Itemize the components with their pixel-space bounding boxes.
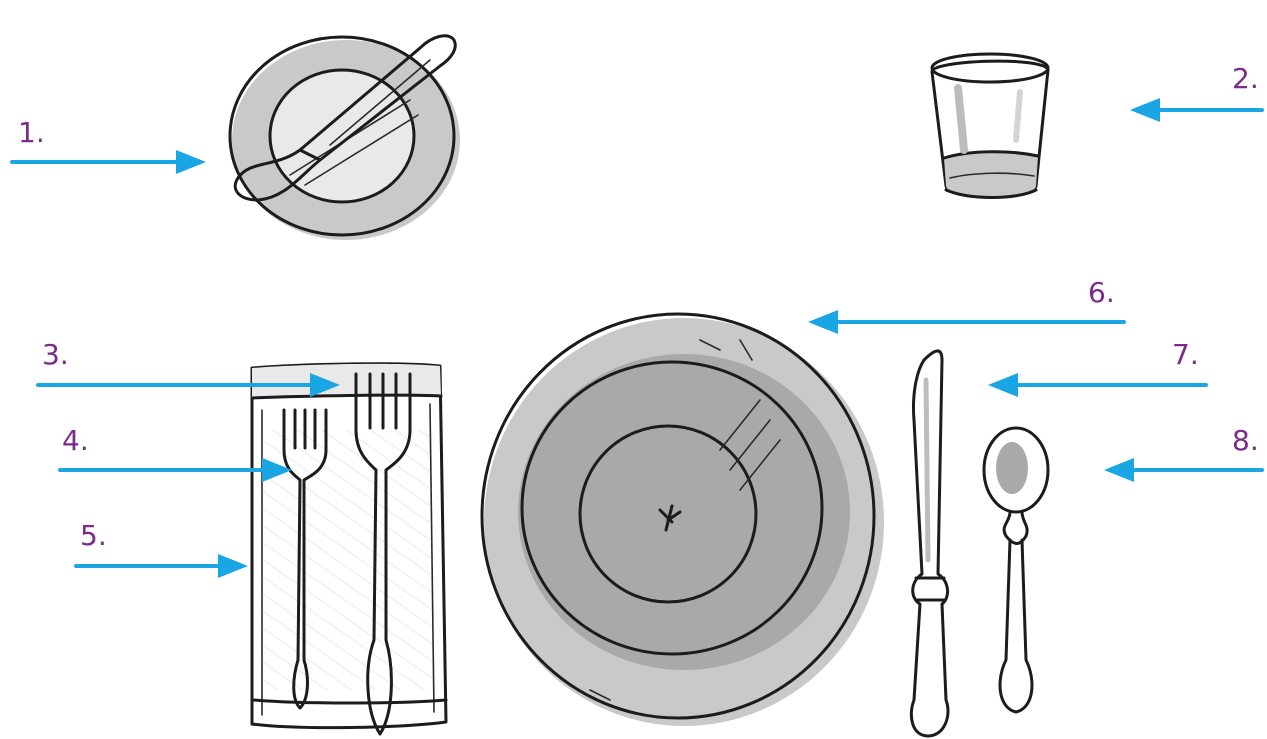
bread-plate-with-butter-knife	[230, 36, 460, 240]
label-7: 7.	[1172, 338, 1199, 371]
label-6: 6.	[1088, 276, 1115, 309]
label-1: 1.	[18, 116, 45, 149]
label-3: 3.	[42, 338, 69, 371]
arrow-1	[12, 150, 206, 174]
dinner-knife	[911, 351, 948, 736]
label-5: 5.	[80, 519, 107, 552]
napkin	[252, 364, 446, 728]
arrow-4	[60, 458, 292, 482]
label-4: 4.	[62, 424, 89, 457]
label-2: 2.	[1232, 62, 1259, 95]
arrow-6	[808, 310, 1124, 334]
teaspoon	[984, 428, 1048, 712]
dinner-plate	[482, 314, 884, 726]
label-8: 8.	[1232, 424, 1259, 457]
arrow-7	[988, 373, 1206, 397]
arrow-2	[1130, 98, 1262, 122]
water-glass	[932, 54, 1048, 198]
arrow-5	[76, 554, 248, 578]
arrow-8	[1104, 458, 1262, 482]
